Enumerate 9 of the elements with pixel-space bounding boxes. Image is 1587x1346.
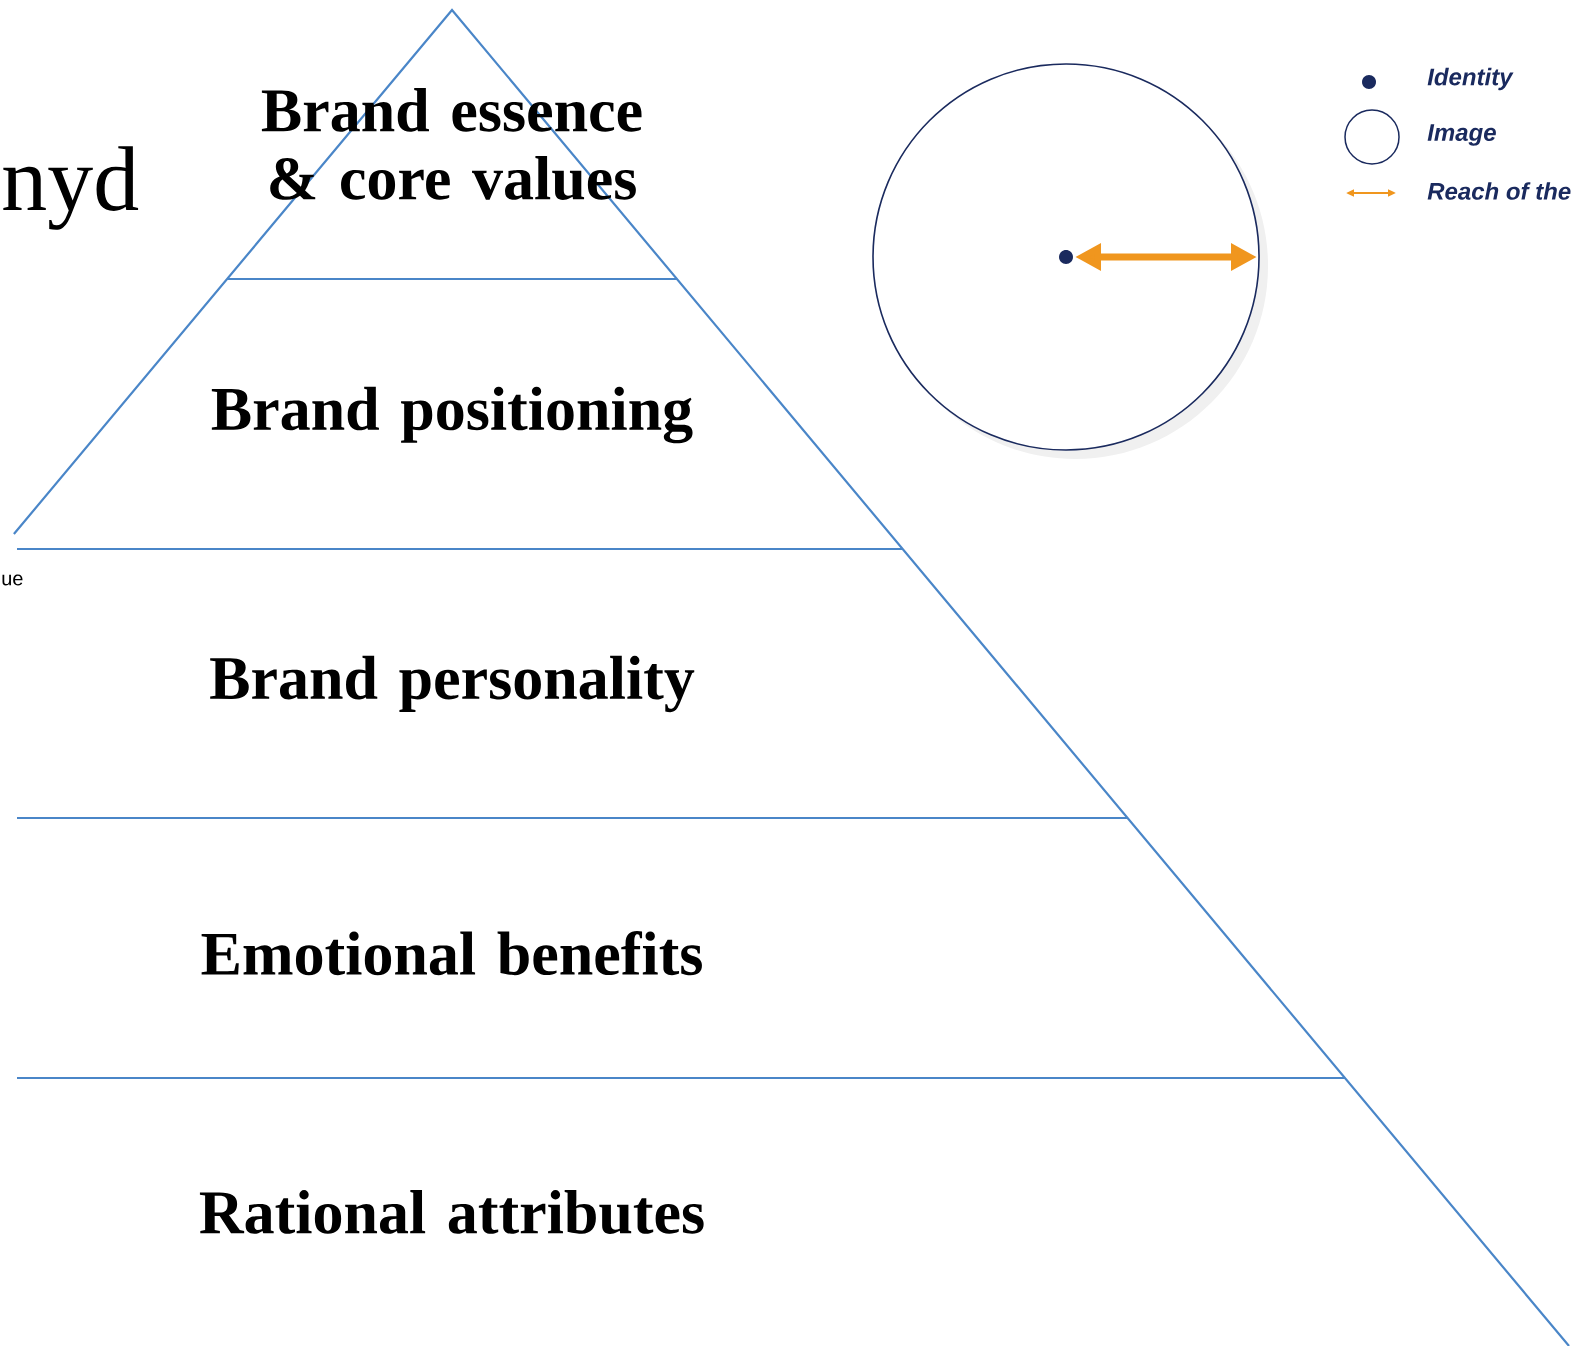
pyramid-band-text: Rational attributes (199, 1190, 704, 1234)
partial-text: nyd (3, 146, 139, 230)
pyramid-band-text: Brand positioning (211, 386, 693, 444)
legend-text: Identity (1427, 67, 1514, 91)
legend-text: Image (1427, 124, 1496, 146)
pyramid-band-text: Brand personality (210, 655, 695, 713)
partial-text: ue (2, 574, 23, 586)
pyramid-band-text: Emotional benefits (201, 930, 702, 976)
legend-text: Reach of the (1427, 182, 1571, 200)
